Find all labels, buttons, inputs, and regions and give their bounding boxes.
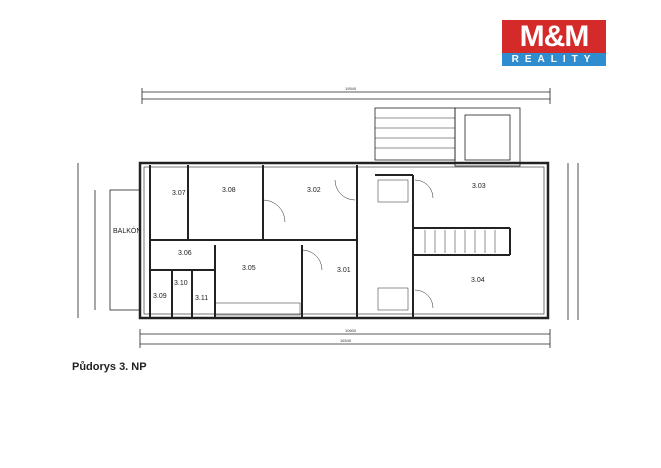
- logo-sub: REALITY: [502, 53, 606, 66]
- room-label: 3.03: [472, 183, 486, 190]
- room-label: 3.11: [195, 295, 208, 302]
- room-label: 3.09: [153, 293, 167, 300]
- dimension-label: 19540: [345, 86, 357, 91]
- outer-walls: [138, 161, 550, 320]
- plan-title: Půdorys 3. NP: [72, 361, 147, 373]
- room-label: 3.04: [471, 277, 485, 284]
- dimension-label: 10600: [345, 328, 357, 333]
- room-label: 3.08: [222, 187, 236, 194]
- room-label-balcony: BALKÓN: [113, 226, 141, 235]
- room-label: 3.07: [172, 190, 186, 197]
- room-label: 3.06: [178, 250, 192, 257]
- dimension-label: 16540: [340, 338, 352, 343]
- balcony-outline: [109, 189, 141, 311]
- kitchen-counter: [214, 302, 301, 316]
- room-label: 3.10: [174, 280, 188, 287]
- company-logo: M&M REALITY: [502, 20, 606, 66]
- room-label: 3.02: [307, 187, 321, 194]
- room-label: 3.01: [337, 267, 351, 274]
- room-label: 3.05: [242, 265, 256, 272]
- stair-landing: [454, 107, 521, 167]
- external-stairs: [374, 107, 456, 161]
- logo-brand: M&M: [502, 20, 606, 53]
